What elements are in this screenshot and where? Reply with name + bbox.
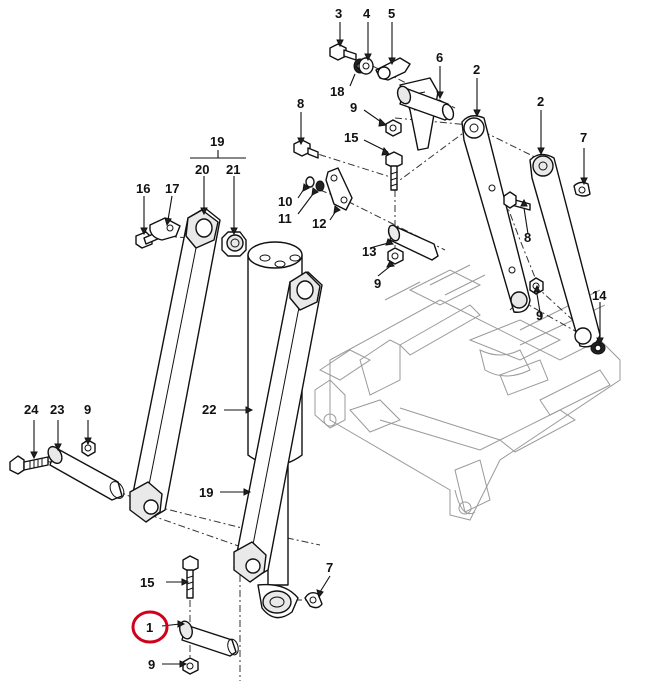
machine-frame-outline bbox=[314, 264, 621, 521]
callout-11: 11 bbox=[278, 211, 292, 226]
bolt-3 bbox=[329, 43, 357, 61]
callout-15-bottom: 15 bbox=[140, 575, 154, 590]
bolt-8-left bbox=[293, 139, 319, 159]
callout-9-top: 9 bbox=[350, 100, 357, 115]
callout-21: 21 bbox=[226, 162, 240, 177]
assembly-centerlines bbox=[44, 51, 601, 681]
callout-9-arm: 9 bbox=[536, 308, 543, 323]
callout-6: 6 bbox=[436, 50, 443, 65]
nut-9-bottom bbox=[182, 657, 199, 675]
callout-24: 24 bbox=[24, 402, 39, 417]
nut-9-middle bbox=[387, 247, 404, 265]
arrow-heads bbox=[30, 39, 604, 668]
pin-6 bbox=[396, 85, 455, 121]
bolt-8-right bbox=[503, 191, 531, 211]
bushing-21 bbox=[221, 231, 247, 257]
callout-10: 10 bbox=[278, 194, 292, 209]
callout-23: 23 bbox=[50, 402, 64, 417]
callout-1: 1 bbox=[146, 620, 153, 635]
callout-16: 16 bbox=[136, 181, 150, 196]
callout-4: 4 bbox=[363, 6, 371, 21]
callout-7-top: 7 bbox=[580, 130, 587, 145]
callout-9-bottom: 9 bbox=[148, 657, 155, 672]
bolt-15-bottom bbox=[182, 555, 199, 599]
link-arm-center bbox=[233, 271, 323, 583]
arm-2-left bbox=[461, 115, 531, 313]
callout-20: 20 bbox=[195, 162, 209, 177]
leader-lines bbox=[33, 22, 601, 665]
nut-9-top bbox=[385, 119, 402, 137]
callout-12: 12 bbox=[312, 216, 326, 231]
washer-14 bbox=[590, 341, 606, 355]
washer-10 bbox=[305, 176, 315, 188]
callout-labels: 3 4 5 6 18 2 2 8 9 15 7 19 20 21 16 17 1… bbox=[24, 6, 607, 672]
bolt-15-top bbox=[385, 151, 403, 191]
callout-9-left: 9 bbox=[84, 402, 91, 417]
highlight-circle bbox=[131, 610, 169, 644]
callout-19-top: 19 bbox=[210, 134, 224, 149]
callout-19-bottom: 19 bbox=[199, 485, 213, 500]
callout-2-left: 2 bbox=[473, 62, 480, 77]
callout-15-top: 15 bbox=[344, 130, 358, 145]
callout-13: 13 bbox=[362, 244, 376, 259]
callout-8-right: 8 bbox=[524, 230, 531, 245]
pin-1 bbox=[179, 620, 239, 657]
callout-7-bottom: 7 bbox=[326, 560, 333, 575]
link-plate-12 bbox=[325, 167, 353, 211]
washer-4 bbox=[358, 57, 374, 75]
callout-14: 14 bbox=[592, 288, 607, 303]
callout-8-top: 8 bbox=[297, 96, 304, 111]
callout-17: 17 bbox=[165, 181, 179, 196]
callout-2-right: 2 bbox=[537, 94, 544, 109]
pin-13 bbox=[387, 224, 439, 261]
clip-17 bbox=[149, 217, 181, 241]
callout-5: 5 bbox=[388, 6, 395, 21]
callout-22: 22 bbox=[202, 402, 216, 417]
clip-7-bottom bbox=[304, 591, 323, 609]
callout-3: 3 bbox=[335, 6, 342, 21]
bolt-24 bbox=[9, 455, 49, 475]
callout-9-middle: 9 bbox=[374, 276, 381, 291]
clip-7-top bbox=[573, 181, 591, 197]
washer-11 bbox=[315, 180, 325, 192]
callout-18: 18 bbox=[330, 84, 344, 99]
pin-23 bbox=[47, 445, 125, 501]
link-arm-left bbox=[129, 207, 221, 523]
